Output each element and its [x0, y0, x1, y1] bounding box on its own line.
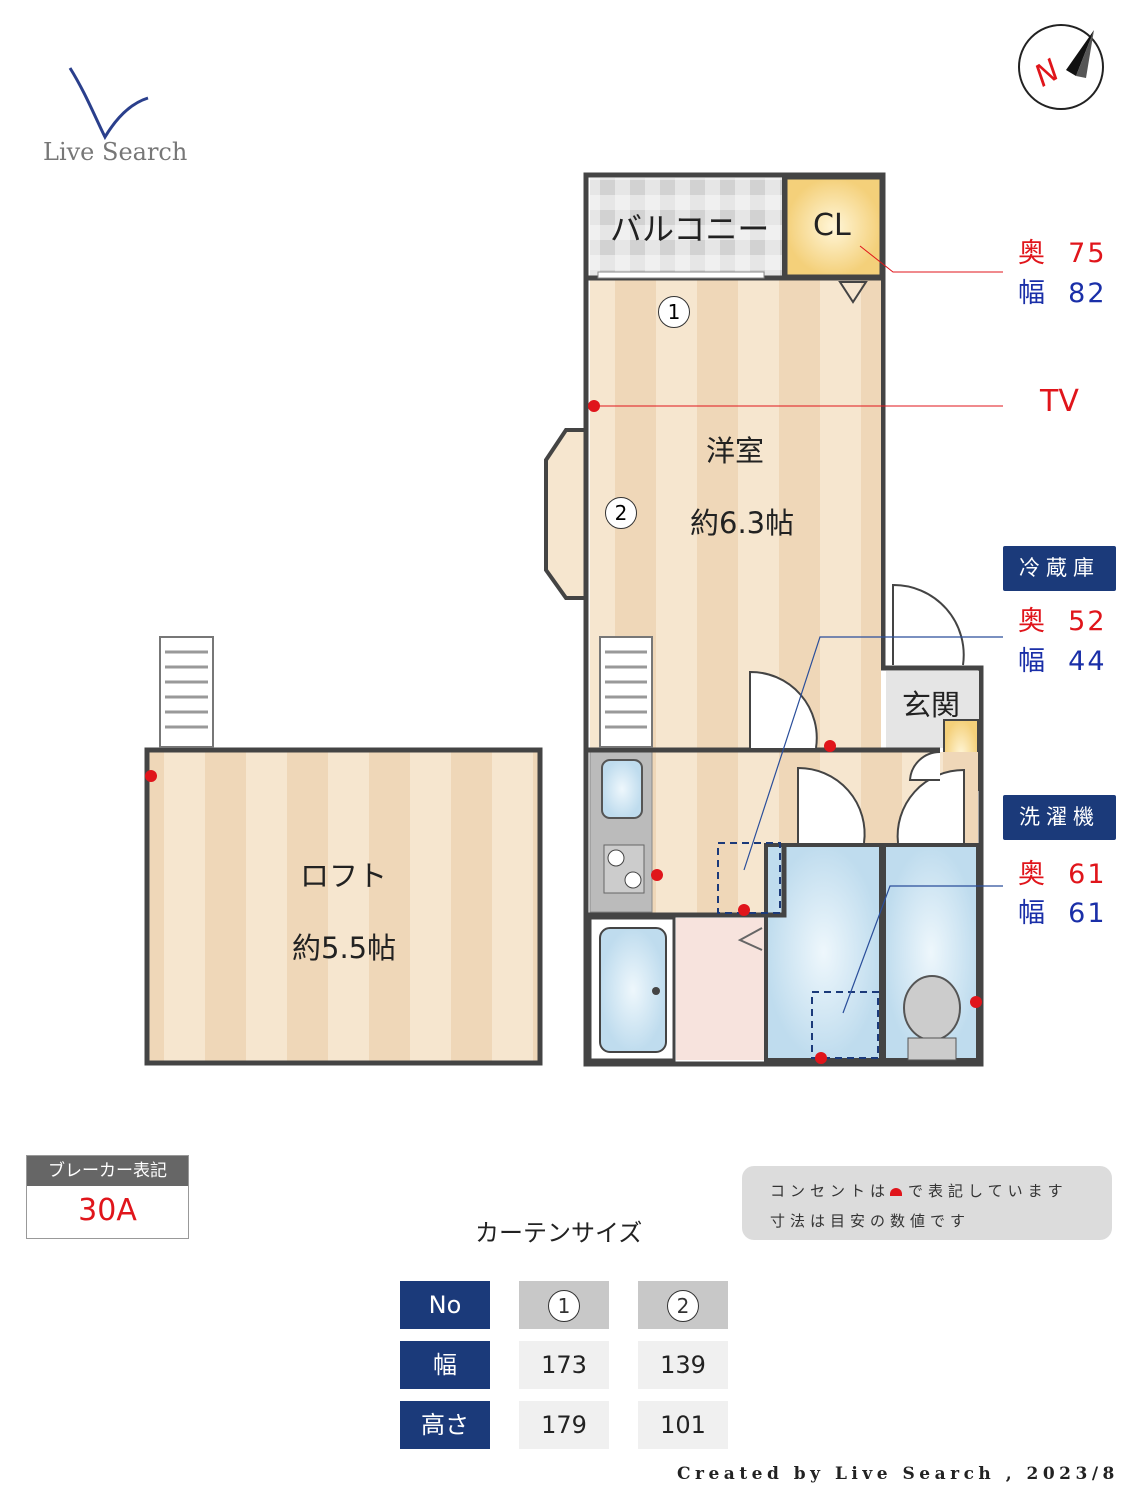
outlet-icon [588, 400, 600, 412]
closet-width: 82 [1068, 278, 1107, 309]
header-window-1: 1 [548, 1290, 580, 1322]
entrance-label: 玄関 [902, 688, 961, 722]
header-no: No [400, 1281, 490, 1329]
window-marker-2: 2 [605, 497, 637, 529]
fridge-width: 44 [1068, 646, 1107, 677]
row-label-width: 幅 [400, 1341, 490, 1389]
balcony-label: バルコニー [610, 210, 770, 248]
window-marker-1: 1 [658, 296, 690, 328]
outlet-icon [824, 740, 836, 752]
floor-plan [144, 172, 1003, 1067]
washer-depth: 61 [1068, 859, 1107, 890]
fridge-depth: 52 [1068, 606, 1107, 637]
breaker-box: ブレーカー表記 30A [26, 1155, 189, 1239]
washer-width-label: 幅 [1018, 898, 1047, 929]
western-room-label: 洋室 [706, 434, 765, 468]
tv-label: TV [1040, 384, 1079, 419]
outlet-icon [651, 869, 663, 881]
fridge-depth-label: 奥 [1018, 606, 1047, 637]
washer-space [811, 991, 879, 1059]
outlet-icon [145, 770, 157, 782]
curtain-title: カーテンサイズ [475, 1219, 643, 1247]
washer-depth-label: 奥 [1018, 859, 1047, 890]
outlet-icon [970, 996, 982, 1008]
closet-depth: 75 [1068, 238, 1107, 269]
outlet-icon [815, 1052, 827, 1064]
legend-note: コンセントはで表記しています 寸法は目安の数値です [742, 1166, 1112, 1240]
closet-depth-label: 奥 [1018, 238, 1047, 269]
bay-window [544, 428, 592, 600]
outlet-icon [738, 904, 750, 916]
outlets [145, 400, 982, 1064]
footer-credit: Created by Live Search , 2023/8 [677, 1464, 1119, 1484]
logo-mark-icon [68, 67, 149, 141]
outlet-legend-icon [890, 1188, 903, 1196]
loft-area [144, 747, 543, 1066]
fridge-width-label: 幅 [1018, 646, 1047, 677]
ladder-loft [159, 636, 214, 748]
western-room-size: 約6.3帖 [690, 506, 795, 540]
closet-width-label: 幅 [1018, 278, 1047, 309]
width-window-1: 173 [519, 1341, 609, 1389]
header-window-2: 2 [667, 1290, 699, 1322]
compass-icon [1018, 24, 1104, 110]
note-line1-b: で表記しています [908, 1182, 1068, 1200]
breaker-value: 30A [78, 1193, 137, 1228]
closet-label: CL [813, 208, 851, 243]
height-window-2: 101 [638, 1401, 728, 1449]
breaker-label: ブレーカー表記 [27, 1156, 188, 1186]
note-line2: 寸法は目安の数値です [770, 1212, 971, 1230]
note-line1-a: コンセントは [770, 1182, 891, 1200]
washer-width: 61 [1068, 898, 1107, 929]
main-unit [583, 172, 984, 1067]
fridge-title: 冷蔵庫 [1003, 546, 1116, 591]
leader-lines [594, 245, 1003, 1014]
loft-size: 約5.5帖 [292, 931, 397, 965]
width-window-2: 139 [638, 1341, 728, 1389]
washer-title: 洗濯機 [1003, 795, 1116, 840]
loft-label: ロフト [300, 859, 388, 893]
height-window-1: 179 [519, 1401, 609, 1449]
logo-text: Live Search [43, 138, 188, 166]
row-label-height: 高さ [400, 1401, 490, 1449]
